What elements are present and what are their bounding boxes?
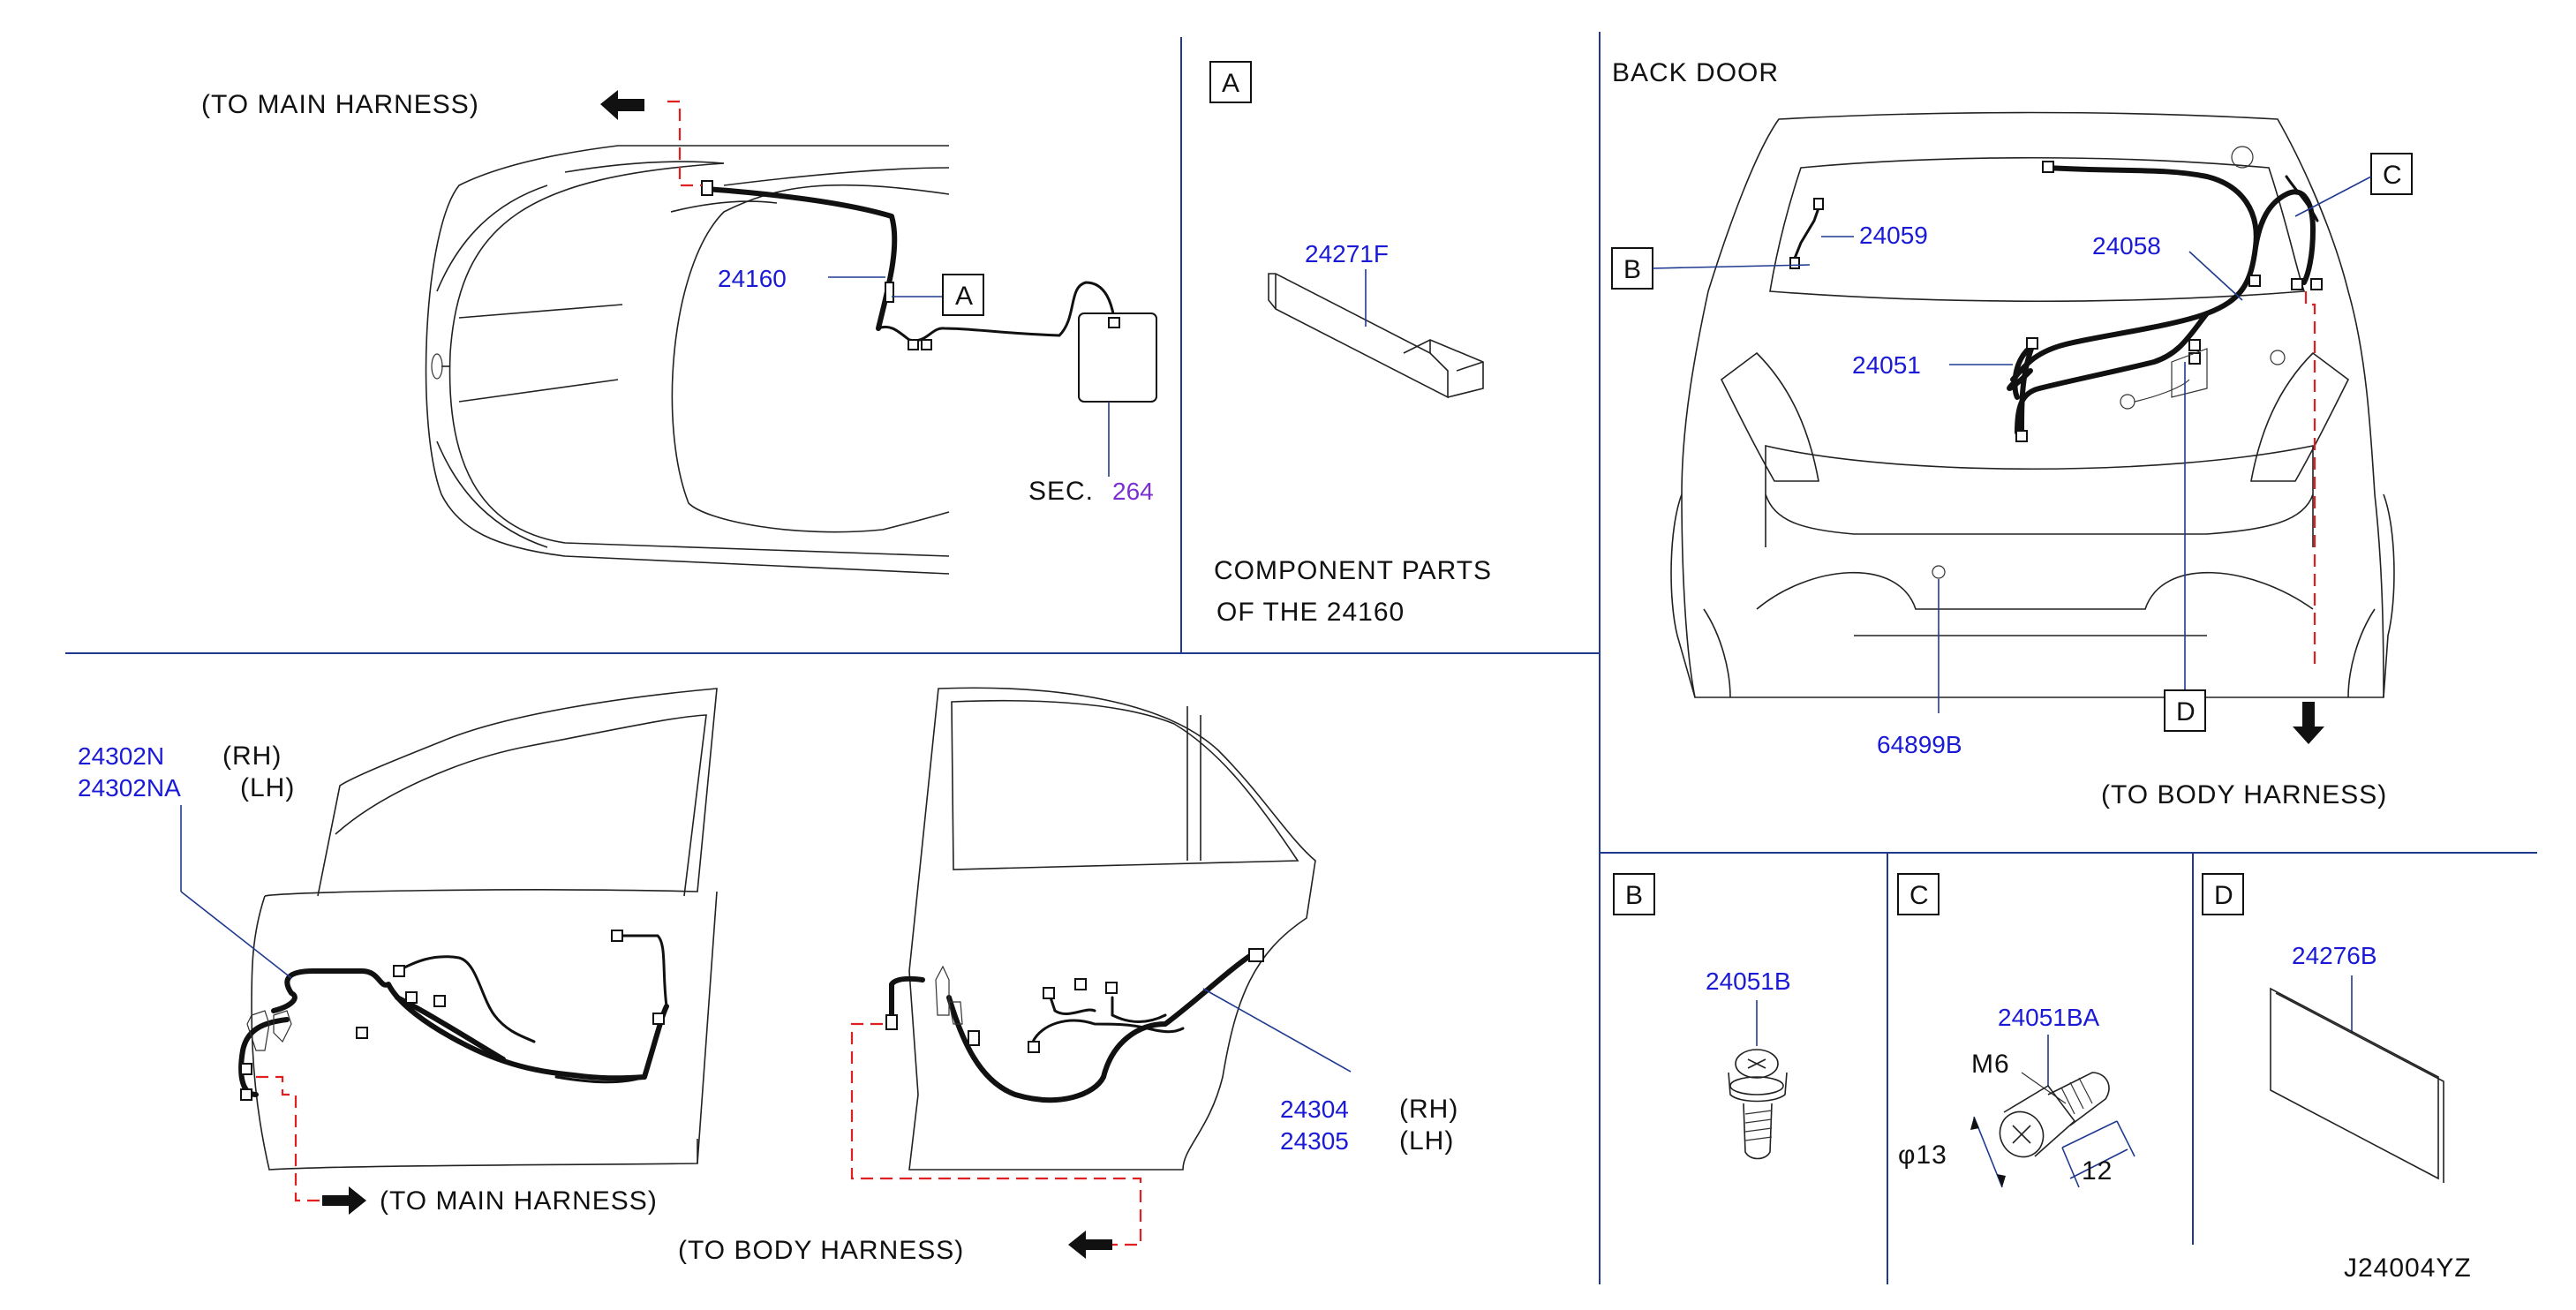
callout-a-box — [942, 274, 984, 316]
part-24271f-drawing — [1268, 273, 1484, 399]
drawing-code: J24004YZ — [2344, 1254, 2472, 1283]
part-24058: 24058 — [2092, 232, 2161, 260]
part-24051b: 24051B — [1706, 967, 1791, 995]
callout-a: A — [955, 282, 974, 311]
thread-m6: M6 — [1971, 1050, 2010, 1079]
part-24059: 24059 — [1859, 222, 1928, 249]
front-door-to-main-harness: (TO MAIN HARNESS) — [380, 1186, 658, 1216]
callout-d-box — [2164, 689, 2206, 732]
front-door-lh: (LH) — [240, 773, 295, 802]
pad-24276b-drawing — [2270, 987, 2444, 1183]
panel-d-tag-box — [2202, 873, 2244, 915]
arrow-rear-to-body-harness-icon — [1068, 1231, 1112, 1259]
back-door-body — [1670, 111, 2395, 698]
arrow-to-body-harness-icon — [2293, 702, 2324, 744]
part-24051: 24051 — [1852, 351, 1921, 379]
panel-c-tag: C — [1909, 881, 1930, 910]
rear-door-part-lh: 24305 — [1280, 1127, 1349, 1155]
panel-c-tag-box — [1897, 873, 1940, 915]
panel-b-tag-box — [1613, 873, 1655, 915]
front-door-part-lh: 24302NA — [78, 774, 181, 802]
bolt-24051b-drawing — [1728, 1049, 1788, 1160]
front-door — [251, 688, 718, 1171]
front-door-harness — [238, 930, 669, 1101]
connector — [701, 180, 713, 196]
dimension-length: 12 — [2082, 1156, 2113, 1186]
dimension-diameter: φ13 — [1898, 1141, 1947, 1170]
harness-24051 — [1789, 146, 2323, 442]
panel-b-tag: B — [1625, 881, 1644, 910]
arrow-front-to-main-harness-icon — [322, 1186, 366, 1215]
rear-door-to-body-harness: (TO BODY HARNESS) — [678, 1236, 964, 1265]
part-64899b: 64899B — [1877, 731, 1962, 758]
rear-door-rh: (RH) — [1399, 1095, 1458, 1124]
car-top-view — [425, 145, 950, 575]
part-24271f: 24271F — [1305, 240, 1389, 267]
caption-line2: OF THE 24160 — [1216, 598, 1405, 627]
rear-door-lh: (LH) — [1399, 1126, 1454, 1156]
panel-a-tag-box — [1209, 61, 1252, 103]
part-24276b: 24276B — [2292, 942, 2377, 969]
rear-door-harness — [885, 948, 1264, 1103]
rear-door-part-rh: 24304 — [1280, 1095, 1349, 1123]
panel-a-tag: A — [1222, 69, 1240, 98]
label-to-main-harness: (TO MAIN HARNESS) — [201, 90, 479, 119]
bolt-24051ba-drawing — [1999, 1072, 2110, 1158]
sec-number: 264 — [1112, 478, 1154, 505]
callout-d: D — [2176, 697, 2196, 727]
sec-label: SEC. — [1028, 477, 1094, 506]
caption-line1: COMPONENT PARTS — [1214, 556, 1492, 585]
panel-d-tag: D — [2214, 881, 2234, 910]
front-door-part-rh: 24302N — [78, 742, 164, 770]
arrow-to-main-harness-icon — [600, 90, 644, 120]
callout-b: B — [1623, 255, 1642, 284]
label-to-body-harness: (TO BODY HARNESS) — [2101, 780, 2387, 809]
rear-door — [908, 687, 1316, 1171]
callout-c: C — [2383, 161, 2403, 190]
front-door-rh: (RH) — [222, 742, 282, 771]
part-24160: 24160 — [718, 265, 787, 292]
callout-c-box — [2370, 153, 2413, 195]
part-24051ba: 24051BA — [1998, 1004, 2100, 1031]
antenna-module — [1078, 312, 1157, 403]
panel-frames — [65, 32, 2537, 1284]
harness-24160 — [701, 180, 1157, 403]
back-door-title: BACK DOOR — [1612, 58, 1779, 87]
